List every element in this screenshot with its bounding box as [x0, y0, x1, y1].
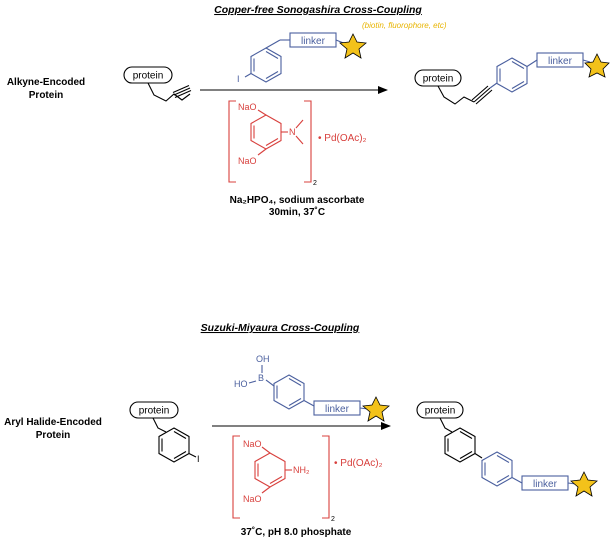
boron-atom: B — [258, 373, 264, 383]
suzuki-product-star-icon — [570, 471, 598, 497]
suzuki-product-structure — [416, 401, 483, 463]
alkyne-substrate-label: Alkyne-Encoded — [7, 77, 85, 88]
suzuki-product-protein-text: protein — [425, 406, 456, 417]
aryl-halide-protein-structure — [129, 401, 197, 463]
ligand-amine-atom: N — [289, 127, 296, 137]
sonogashira-conditions-line2: 30min, 37˚C — [269, 206, 325, 218]
ligand-b-bracket-subscript: 2 — [331, 516, 335, 523]
boronic-oh-top: OH — [256, 354, 270, 364]
product-star-icon — [584, 53, 610, 78]
product-protein-text: protein — [423, 74, 454, 85]
boronic-acid-reagent — [248, 365, 369, 416]
ligand-bracket-subscript: 2 — [313, 180, 317, 187]
suzuki-product-aryl-linker — [481, 451, 577, 491]
suzuki-palladium-catalyst: • Pd(OAc)₂ — [334, 458, 383, 469]
alkyne-substrate-label-line2: Protein — [29, 90, 63, 101]
suzuki-conditions: 37˚C, pH 8.0 phosphate — [241, 526, 352, 538]
alkyne-protein-structure — [123, 66, 192, 102]
suzuki-title: Suzuki-Miyaura Cross-Coupling — [201, 322, 360, 334]
suzuki-reagent-linker-text: linker — [325, 404, 350, 415]
sonogashira-product-structure — [414, 69, 493, 105]
aryl-halide-iodide-atom: I — [197, 454, 200, 464]
product-linker-text: linker — [548, 56, 573, 67]
alkyne-protein-text: protein — [133, 71, 164, 82]
suzuki-payload-star-icon — [362, 396, 390, 422]
ligand-sodium-oxide-1: NaO — [238, 102, 257, 112]
payload-note: (biotin, fluorophore, etc) — [362, 21, 447, 30]
reagent-linker-text: linker — [301, 36, 326, 47]
ligand-amino-group: NH₂ — [293, 465, 310, 475]
sonogashira-product-aryl-linker — [489, 52, 591, 93]
aryl-iodide-atom: I — [237, 74, 240, 84]
aryl-halide-substrate-label-line2: Protein — [36, 430, 70, 441]
aryl-halide-substrate-label: Aryl Halide-Encoded — [4, 417, 102, 428]
aryl-iodide-reagent — [244, 32, 347, 83]
palladium-catalyst: • Pd(OAc)₂ — [318, 133, 367, 144]
sonogashira-title: Copper-free Sonogashira Cross-Coupling — [214, 4, 422, 16]
ligand-b-sodium-oxide-1: NaO — [243, 439, 262, 449]
suzuki-product-linker-text: linker — [533, 479, 558, 490]
pyrimidine-ligand-bottom — [232, 435, 330, 519]
pyrimidine-ligand-top — [228, 100, 312, 183]
sonogashira-conditions: Na₂HPO₄, sodium ascorbate — [230, 195, 365, 206]
ligand-b-sodium-oxide-2: NaO — [243, 494, 262, 504]
ligand-sodium-oxide-2: NaO — [238, 156, 257, 166]
boronic-oh-left: HO — [234, 379, 248, 389]
aryl-halide-protein-text: protein — [139, 406, 170, 417]
payload-star-icon — [339, 33, 367, 59]
